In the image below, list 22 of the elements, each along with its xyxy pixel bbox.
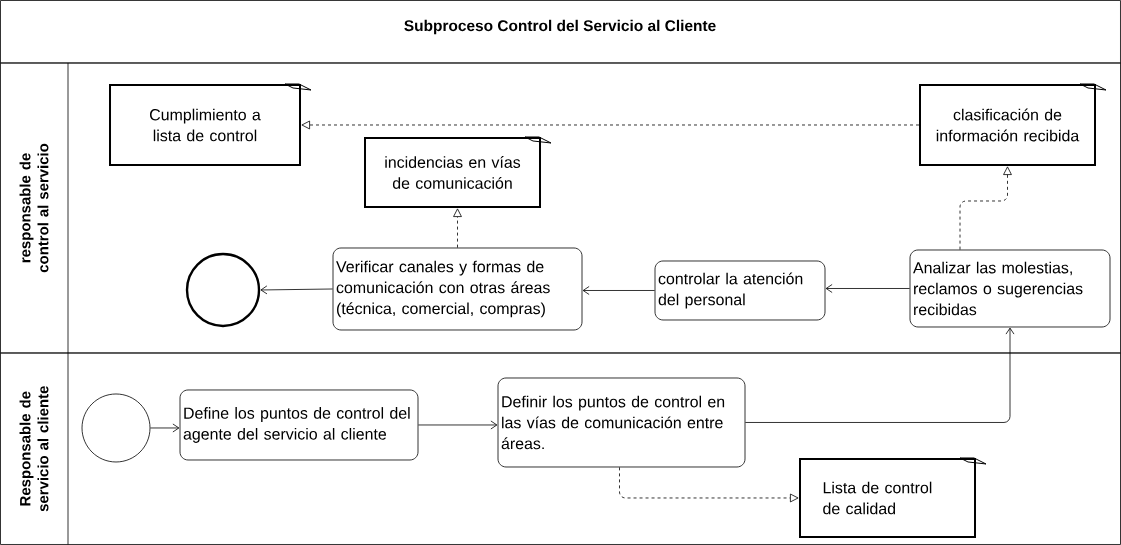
task-box: controlar la atención del personal — [654, 260, 826, 321]
data-object: Lista de control de calidad — [799, 457, 987, 538]
task-box: Definir los puntos de control en las vías de comunicación entre áreas. — [497, 377, 746, 468]
arrow — [619, 467, 799, 503]
task-box: Analizar las molestias, reclamos o sugerencias recibidas — [909, 249, 1111, 328]
data-object: incidencias en vías de comunicación — [364, 136, 552, 208]
arrow — [418, 420, 498, 430]
arrow — [453, 208, 462, 248]
arrow — [825, 284, 910, 293]
data-object: clasificación de información recibida — [919, 83, 1107, 166]
arrow — [582, 286, 655, 295]
arrow — [959, 166, 1012, 250]
task-box: Verificar canales y formas de comunicación con otras áreas (técnica, comercial, compras) — [332, 247, 583, 331]
data-object: Cumplimiento a lista de control — [109, 83, 312, 166]
task-box: Define los puntos de control del agente del servicio al cliente — [179, 389, 419, 461]
title: Subproceso Control del Servicio al Cliente — [404, 19, 716, 35]
end-event-circle — [185, 252, 261, 328]
arrow — [260, 285, 333, 295]
start-event-circle — [81, 393, 151, 463]
arrow — [150, 423, 180, 433]
arrow — [745, 327, 1015, 423]
arrow — [301, 120, 920, 130]
